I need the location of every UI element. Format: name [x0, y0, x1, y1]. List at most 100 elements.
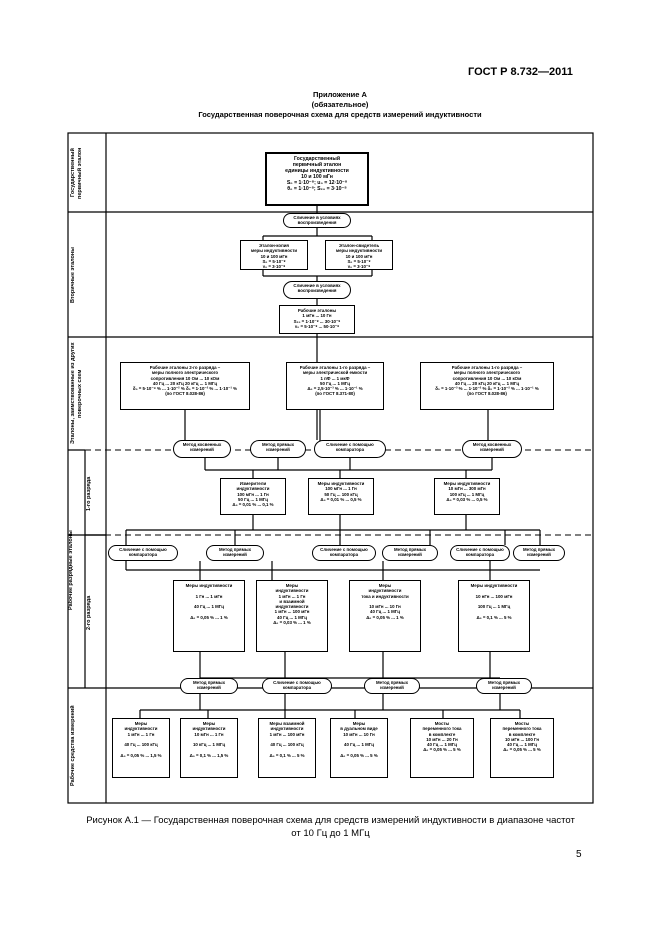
instr-f-line5: 40 Гц ... 1 МГц — [507, 742, 537, 748]
instr-e-box: Мосты переменного тока в комплекте 10 мГ… — [410, 718, 474, 778]
oval-comparison-2: Сличение в условиях воспроизведения — [283, 281, 351, 299]
rank2-c-box: Меры индуктивности тока и индуктивности … — [349, 580, 421, 652]
oval-comparator-1: Сличение с помощью компаратора — [314, 440, 386, 458]
other-mid-line4: 50 Гц ... 1 МГц — [320, 380, 350, 386]
other-right-line2: меры полного электрического — [453, 370, 521, 376]
scheme-title: Государственная поверочная схема для сре… — [198, 110, 482, 119]
rank2-a-line1: Меры индуктивности — [185, 583, 233, 588]
instr-c-line1: Меры взаимной — [269, 721, 305, 726]
oval-comparator-2: Сличение с помощью компаратора — [108, 545, 178, 561]
instr-a-line3: 1 мГн ... 1 Гн — [127, 731, 155, 737]
oval-comparison-1: Сличение в условиях воспроизведения — [283, 213, 351, 228]
rank1-measure-line4: Δ₀ = 0,01 % ... 0,5 % — [320, 496, 362, 502]
other-left-line2: меры полного электрического — [151, 370, 219, 376]
instr-f-line1: Мосты — [514, 721, 530, 726]
instr-d-line4: 40 Гц ... 1 МГц — [344, 742, 374, 748]
rank1-measure-line3: 50 Гц ... 100 кГц — [324, 491, 358, 497]
other-left-line1: Рабочие эталоны 2-го разряда – — [149, 365, 221, 370]
instr-b-line3: 10 мГн ... 1 Гн — [194, 731, 224, 737]
rank1-measure-line1: Меры индуктивности — [317, 481, 365, 486]
oval-indirect-1: Метод косвенных измерений — [173, 440, 231, 458]
rank2-c-line4: 10 мГн ... 10 Гн — [369, 604, 401, 610]
rank1-meter-line1: Измерители индуктивности — [236, 481, 270, 492]
secondary-copy-line2: меры индуктивности — [250, 248, 298, 254]
instr-b-line4: 10 кГц ... 1 МГц — [192, 742, 226, 748]
secondary-copy-line4: S₀ = 5·10⁻⁸ — [262, 258, 286, 264]
rank2-c-line1: Меры — [378, 583, 392, 588]
oval-direct-7: Метод прямых измерений — [476, 678, 532, 694]
other-left-line6: (по ГОСТ 8.028-86) — [165, 391, 205, 397]
rank1-measure-hf-line1: Меры индуктивности — [443, 481, 491, 486]
rank1-meter-line2: 100 мГн ... 1 Гн — [237, 491, 269, 497]
rank1-meter-line3: 50 Гц ... 1 МГц — [238, 496, 268, 502]
working-etalon-box: Рабочие эталоны 1 мГн ... 10 Гн S₂₀ = 1·… — [279, 305, 355, 334]
secondary-witness-line5: ν₀ = 3·10⁻⁸ — [347, 264, 371, 270]
secondary-witness-box: Эталон-свидетель меры индуктивности 10 и… — [325, 240, 393, 270]
primary-etalon-box: Государственный первичный эталон единицы… — [265, 152, 369, 206]
rank2-b-line5: индуктивности — [275, 604, 309, 610]
instr-b-line5: Δ₀ = 0,1 % ... 1,5 % — [189, 752, 229, 758]
other-mid-line1: Рабочие эталоны 1-го разряда – — [299, 365, 371, 370]
instr-d-line3: 10 мГн ... 10 Гн — [343, 731, 375, 737]
row-label-rank2: 2-го разряда — [86, 595, 92, 630]
secondary-witness-line2: меры индуктивности — [335, 248, 383, 254]
instr-a-line5: Δ₀ = 0,05 % ... 1,5 % — [120, 752, 162, 758]
rank2-c-line2: индуктивности — [368, 588, 402, 594]
other-left-line3: сопротивления 10 Ом ... 10 кОм — [150, 375, 220, 381]
other-mid-line3: 1 пФ ... 1 мкФ — [320, 375, 350, 381]
appendix-title: Приложение А (обязательное) Государствен… — [160, 90, 520, 120]
secondary-witness-line3: 10 и 100 мГн — [345, 253, 373, 259]
instr-b-box: Меры индуктивности 10 мГн ... 1 Гн 10 кГ… — [180, 718, 238, 778]
other-right-line1: Рабочие эталоны 1-го разряда – — [451, 365, 523, 370]
other-right-line5: δ₀ = 1·10⁻³ % ... 1·10⁻² % δ₀ = 1·10⁻² %… — [435, 386, 539, 392]
instr-d-box: Меры в дуальном виде 10 мГн ... 10 Гн 40… — [330, 718, 388, 778]
instr-c-line3: 1 мГн ... 100 мГн — [269, 731, 305, 737]
secondary-copy-box: Эталон-копия меры индуктивности 10 и 100… — [240, 240, 308, 270]
oval-direct-4: Метод прямых измерений — [513, 545, 565, 561]
rank2-b-box: Меры индуктивности 1 мГн ... 1 Гн и взаи… — [256, 580, 328, 652]
oval-direct-2: Метод прямых измерений — [206, 545, 264, 561]
instr-e-line1: Мосты — [434, 721, 450, 726]
other-left-line5: δ₀ = 5·10⁻⁴ % ... 1·10⁻² % δ₀ = 1·10⁻² %… — [132, 386, 238, 392]
rank2-b-line1: Меры — [285, 583, 299, 588]
rank2-d-line4: Δ₀ = 0,1 % ... 5 % — [476, 614, 512, 620]
other-mid-line2: меры электрической емкости — [302, 370, 368, 376]
oval-direct-1: Метод прямых измерений — [250, 440, 306, 458]
instr-f-line3: в комплекте — [508, 731, 536, 737]
document-code: ГОСТ Р 8.732—2011 — [468, 66, 573, 78]
rank2-d-line1: Меры индуктивности — [470, 583, 518, 588]
primary-line5: S₀ = 1·10⁻⁸; u₀ = 12·10⁻⁸ — [286, 180, 348, 186]
rank1-measure-hf-line3: 100 кГц ... 1 МГц — [449, 491, 485, 497]
primary-line4: 10 и 100 мГн — [301, 174, 333, 180]
caption-line1: Рисунок А.1 — Государственная поверочная… — [86, 815, 575, 826]
rank1-measure-hf-line2: 10 мГн ... 300 мГн — [448, 486, 486, 492]
other-right-box: Рабочие эталоны 1-го разряда – меры полн… — [420, 362, 554, 410]
instr-c-line5: Δ₀ = 0,1 % ... 5 % — [269, 752, 305, 758]
other-mid-line6: (по ГОСТ 8.371-80) — [315, 391, 355, 397]
oval-indirect-2: Метод косвенных измерений — [462, 440, 522, 458]
primary-line3: единицы индуктивности — [285, 168, 349, 174]
other-mid-line5: Δ₀ = 2,5·10⁻³ % ... 1·10⁻¹ % — [307, 386, 363, 392]
rank1-measure-hf-box: Меры индуктивности 10 мГн ... 300 мГн 10… — [434, 478, 500, 515]
oval-direct-3: Метод прямых измерений — [382, 545, 438, 561]
row-label-instruments: Рабочие средства измерений — [70, 705, 76, 787]
row-label-working: Рабочие разрядные эталоны — [68, 530, 74, 610]
rank2-a-line2: 1 Гн ... 1 мГн — [195, 593, 223, 599]
row-label-primary: Государственный первичный эталон — [70, 147, 83, 199]
instr-d-line2: в дуальном виде — [340, 726, 378, 732]
working-etalon-line3: S₂₀ = 1·10⁻⁸ ... 30·10⁻⁸ — [293, 318, 341, 324]
other-left-line4: 40 Гц ... 20 кГц 20 кГц ... 1 МГц — [152, 380, 218, 386]
primary-line1: Государственный — [293, 156, 341, 162]
figure-caption: Рисунок А.1 — Государственная поверочная… — [68, 814, 593, 840]
rank2-c-line5: 40 Гц ... 1 МГц — [370, 609, 400, 615]
secondary-copy-line1: Эталон-копия — [259, 243, 289, 248]
row-label-rank1: 1-го разряда — [86, 476, 92, 512]
instr-c-line4: 40 Гц ... 100 кГц — [270, 742, 304, 748]
secondary-witness-line1: Эталон-свидетель — [338, 243, 380, 248]
working-etalon-line2: 1 мГн ... 10 Гн — [302, 313, 332, 319]
other-right-line3: сопротивления 10 Ом ... 10 кОм — [452, 375, 522, 381]
other-left-box: Рабочие эталоны 2-го разряда – меры полн… — [120, 362, 250, 410]
rank1-measure-box: Меры индуктивности 100 мГн ... 1 Гн 50 Г… — [308, 478, 374, 515]
oval-direct-5: Метод прямых измерений — [180, 678, 238, 694]
instr-c-box: Меры взаимной индуктивности 1 мГн ... 10… — [258, 718, 316, 778]
